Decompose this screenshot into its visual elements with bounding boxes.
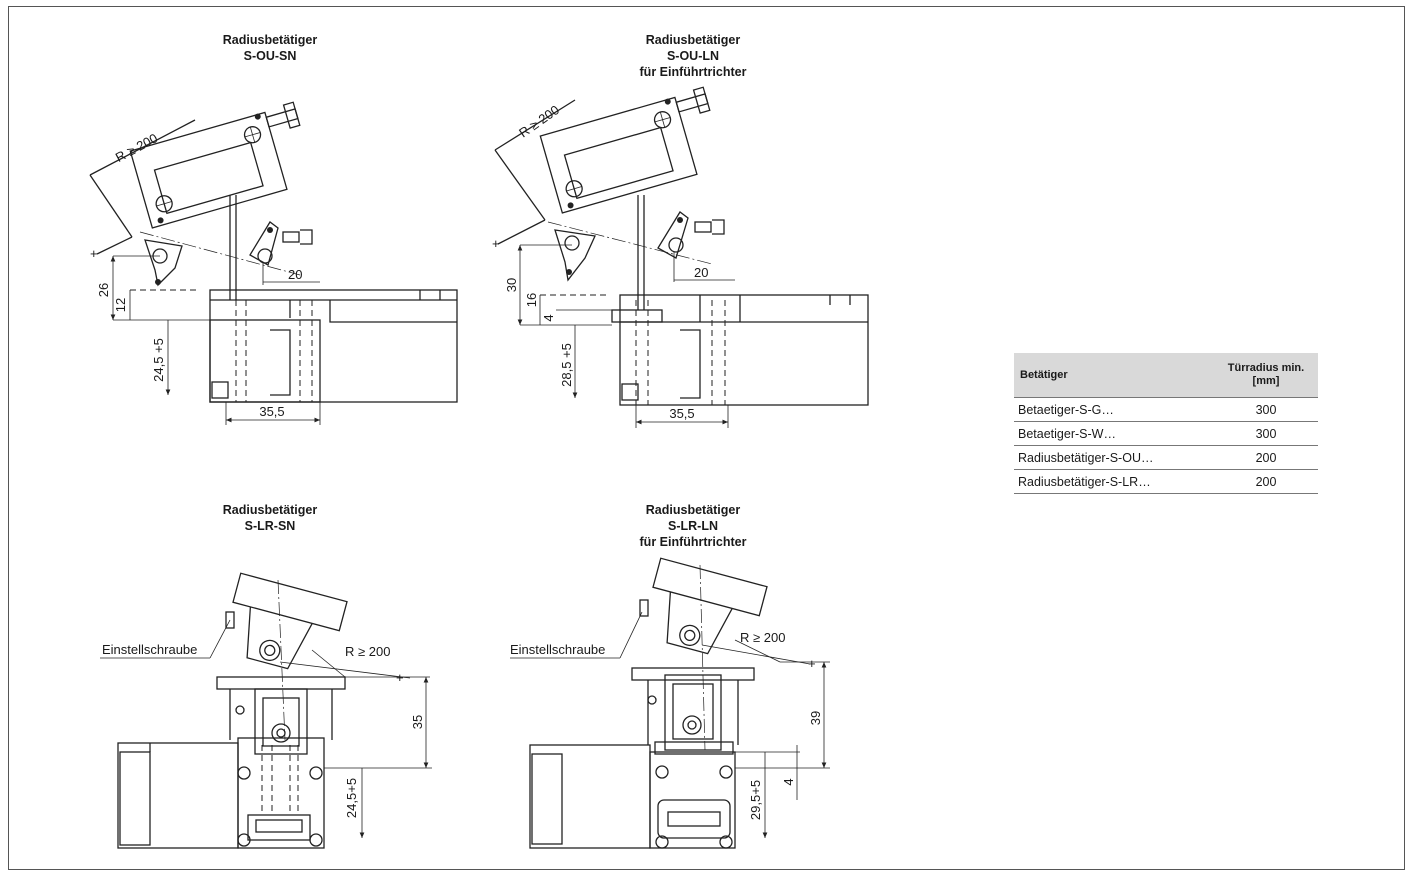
- svg-text:+: +: [396, 670, 404, 685]
- dim-20: 20: [288, 267, 302, 282]
- title-line3: für Einführtrichter: [640, 535, 747, 549]
- radius-label: R ≥ 200: [345, 644, 390, 659]
- title-line1: Radiusbetätiger: [646, 503, 741, 517]
- header-door-radius-line1: Türradius min.: [1227, 362, 1305, 374]
- dim-12: 12: [113, 298, 128, 312]
- dim-depth: 29,5+5: [748, 780, 763, 820]
- header-door-radius-line2: [mm]: [1252, 375, 1280, 387]
- radius-label: R ≥ 200: [516, 102, 562, 140]
- row-value: 200: [1214, 469, 1318, 494]
- svg-text:+: +: [808, 656, 816, 671]
- radius-label: R ≥ 200: [113, 130, 160, 165]
- dim-4: 4: [781, 778, 796, 785]
- radius-label: R ≥ 200: [740, 630, 785, 645]
- dim-20: 20: [694, 265, 708, 280]
- dim-16: 16: [524, 293, 539, 307]
- row-value: 200: [1214, 445, 1318, 470]
- row-name: Radiusbetätiger-S-OU…: [1014, 445, 1214, 470]
- title-line1: Radiusbetätiger: [223, 33, 318, 47]
- row-value: 300: [1214, 397, 1318, 422]
- door-radius-table: Betätiger Türradius min. [mm] Betaetiger…: [1014, 353, 1318, 494]
- drawing-s-ou-ln: Radiusbetätiger S-OU-LN für Einführtrich…: [492, 33, 869, 428]
- title-line2: S-OU-LN: [667, 49, 719, 63]
- screw-label: Einstellschraube: [102, 642, 197, 657]
- title-line1: Radiusbetätiger: [646, 33, 741, 47]
- svg-text:+: +: [492, 236, 500, 251]
- table-header-row: Betätiger Türradius min. [mm]: [1014, 353, 1318, 398]
- title-line2: S-OU-SN: [244, 49, 297, 63]
- drawing-s-ou-sn: Radiusbetätiger S-OU-SN R ≥ 200 +: [89, 33, 458, 425]
- dim-depth: 24,5 +5: [151, 338, 166, 382]
- header-actuator: Betätiger: [1014, 353, 1214, 398]
- dim-30: 30: [504, 278, 519, 292]
- table-row: Radiusbetätiger-S-OU… 200: [1014, 445, 1318, 470]
- screw-label: Einstellschraube: [510, 642, 605, 657]
- drawing-s-lr-ln: Radiusbetätiger S-LR-LN für Einführtrich…: [510, 503, 830, 849]
- dim-35: 35: [410, 715, 425, 729]
- dim-39: 39: [808, 711, 823, 725]
- title-line1: Radiusbetätiger: [223, 503, 318, 517]
- dim-4: 4: [541, 314, 556, 321]
- title-line2: S-LR-SN: [245, 519, 296, 533]
- dim-depth: 24,5+5: [344, 778, 359, 818]
- header-door-radius: Türradius min. [mm]: [1214, 353, 1318, 398]
- row-name: Betaetiger-S-W…: [1014, 421, 1214, 446]
- drawing-s-lr-sn: Radiusbetätiger S-LR-SN Einstellschraube…: [100, 503, 432, 849]
- row-name: Radiusbetätiger-S-LR…: [1014, 469, 1214, 494]
- table-row: Betaetiger-S-G… 300: [1014, 397, 1318, 422]
- dim-26: 26: [96, 283, 111, 297]
- row-value: 300: [1214, 421, 1318, 446]
- table-row: Betaetiger-S-W… 300: [1014, 421, 1318, 446]
- dim-depth: 28,5 +5: [559, 343, 574, 387]
- title-line3: für Einführtrichter: [640, 65, 747, 79]
- dim-width: 35,5: [669, 406, 694, 421]
- row-name: Betaetiger-S-G…: [1014, 397, 1214, 422]
- title-line2: S-LR-LN: [668, 519, 718, 533]
- table-row: Radiusbetätiger-S-LR… 200: [1014, 469, 1318, 494]
- svg-text:+: +: [90, 246, 98, 261]
- dim-width: 35,5: [259, 404, 284, 419]
